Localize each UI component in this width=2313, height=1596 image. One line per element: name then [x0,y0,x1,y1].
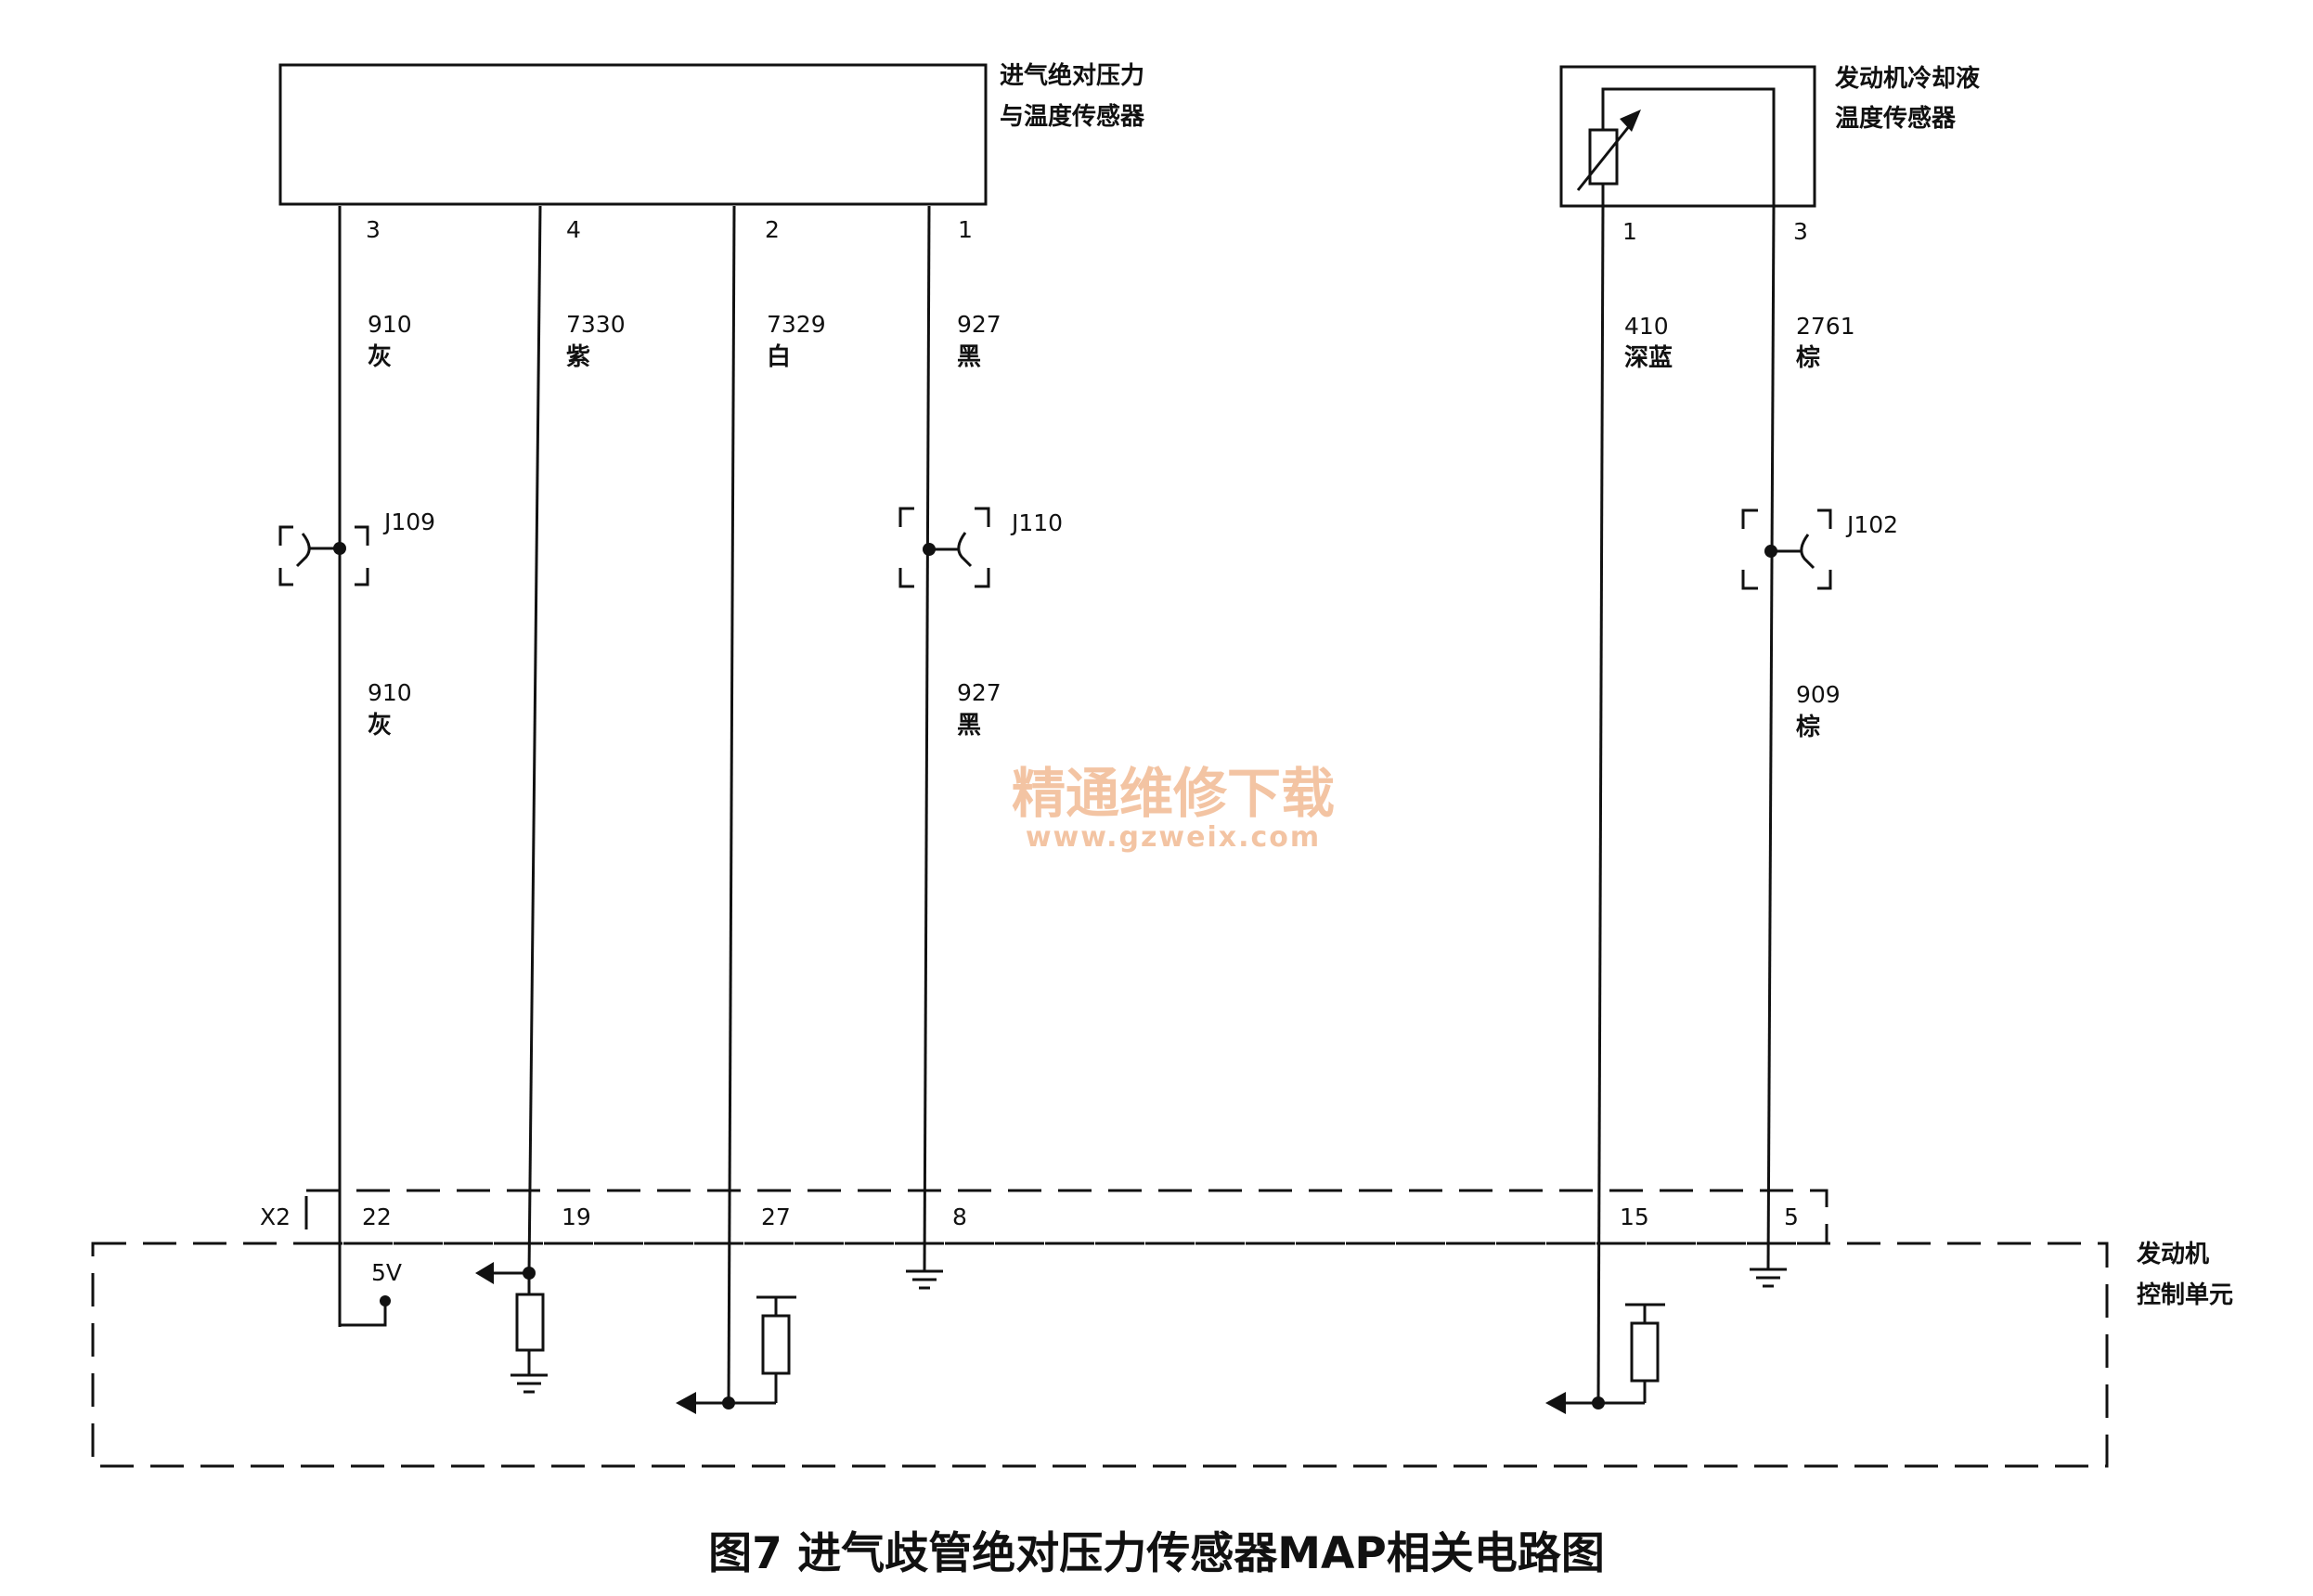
svg-text:J109: J109 [382,508,435,535]
junction-15 [1592,1396,1605,1409]
connector-x2-band [304,1189,1828,1245]
wire-code: 410 [1624,313,1669,340]
wire-color-lower: 棕 [1796,713,1820,741]
wire-code-lower: 927 [957,679,1001,706]
wire-color: 深蓝 [1624,344,1673,372]
resistor-27 [761,1314,791,1375]
wire-code: 7330 [566,311,626,338]
wire-code: 7329 [767,311,826,338]
resistor-15 [1630,1321,1660,1383]
coolant-thermistor-arrow-line [1576,120,1635,191]
wire-7329 [727,205,736,1404]
splice-j110: J110 [898,507,1063,588]
ecu-boundary [91,1242,2109,1468]
wire-color: 白 [767,342,791,371]
watermark-title: 精通维修下载 [1012,762,1335,825]
wire-410 [1596,205,1605,1404]
supply-5v-wire [340,1304,387,1327]
ecu-pin: 27 [761,1203,791,1230]
wire-code: 927 [957,311,1001,338]
junction-27 [722,1396,735,1409]
resistor-19 [515,1293,545,1352]
wire-color: 紫 [566,343,590,371]
wire-color: 灰 [368,343,392,371]
map-sensor-box [278,63,988,206]
ecu-pin: 5 [1784,1203,1799,1230]
coolant-thermistor-arrowhead [1620,109,1641,132]
svg-text:J110: J110 [1010,509,1063,536]
svg-text:J102: J102 [1845,511,1898,538]
wire-927 [923,205,931,1272]
ecu-pin: 22 [362,1203,392,1230]
wire-2761 [1766,205,1776,1270]
coolant-sensor-name-line2: 温度传感器 [1835,104,1957,133]
wire-code: 910 [368,311,412,338]
pin-label: 3 [1793,218,1808,245]
pin-label: 4 [566,216,581,243]
ecu-pin: 8 [952,1203,967,1230]
pin-label: 1 [1622,218,1637,245]
signal-arrowhead-27 [676,1392,696,1414]
wire-code: 2761 [1796,313,1855,340]
pin-label: 3 [366,216,381,243]
coolant-sensor-name-line1: 发动机冷却液 [1834,64,1980,93]
splice-j109: J109 [278,508,435,586]
pin-label: 2 [765,216,780,243]
ground-symbol [906,1269,943,1290]
supply-5v-terminal [380,1295,391,1306]
pin-label: 1 [958,216,973,243]
signal-arrowhead-19 [475,1262,494,1284]
map-sensor-name-line1: 进气绝对压力 [1000,61,1144,90]
supply-5v-label: 5V [371,1259,402,1286]
wire-color: 棕 [1796,343,1820,372]
wire-7330 [527,205,542,1274]
ecu-pin: 15 [1620,1203,1649,1230]
signal-arrowhead-15 [1545,1392,1566,1414]
ecu-pin: 19 [562,1203,591,1230]
connector-label: X2 [260,1203,291,1230]
ecu-name-line2: 控制单元 [2137,1281,2233,1309]
wire-code-lower: 910 [368,679,412,706]
ecu-name-line1: 发动机 [2136,1240,2209,1268]
wire-code-lower: 909 [1796,681,1841,708]
coolant-thermistor-loop [1601,87,1776,206]
ground-symbol [510,1373,548,1394]
ground-symbol [1750,1268,1787,1288]
wire-color-lower: 灰 [368,712,392,740]
wire-color-lower: 黑 [957,712,981,740]
figure-caption: 图7 进气歧管绝对压力传感器MAP相关电路图 [708,1528,1605,1579]
wire-color: 黑 [957,343,981,371]
splice-j102: J102 [1741,508,1898,590]
watermark-url: www.gzweix.com [1026,821,1321,854]
map-sensor-name-line2: 与温度传感器 [1000,102,1145,131]
